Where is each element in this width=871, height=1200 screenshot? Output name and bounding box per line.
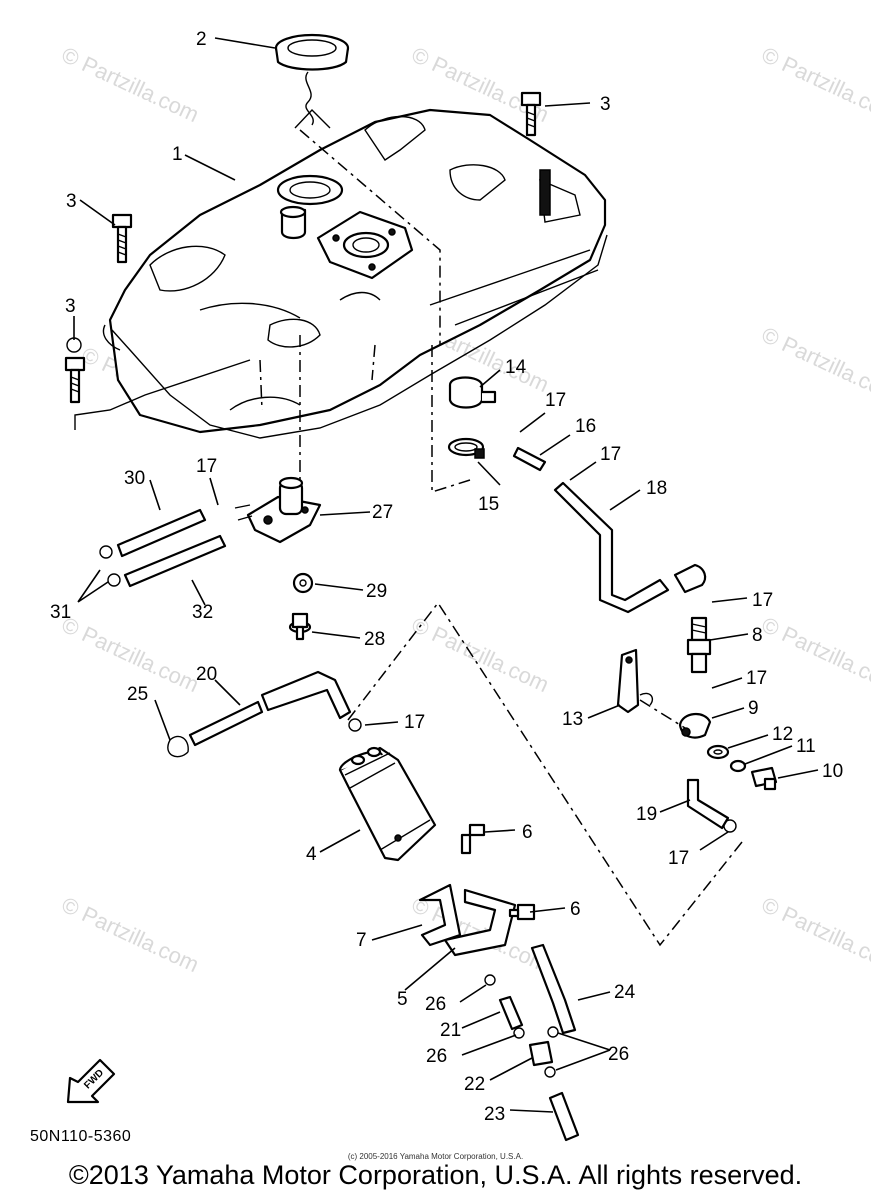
part-label: 3 [66,191,77,212]
bolt [111,213,133,264]
watermark: © Partzilla.com [58,42,203,127]
fuel-hose [116,508,227,588]
part-label: 17 [545,390,566,411]
hose-24 [530,943,577,1035]
part-label: 30 [124,468,145,489]
hose-20 [188,670,352,747]
bracket-7 [418,883,462,947]
bolt-6 [460,823,486,855]
canister [338,746,437,862]
part-label: 6 [522,822,533,843]
watermark: © Partzilla.com [408,612,553,697]
small-copyright: (c) 2005-2016 Yamaha Motor Corporation, … [347,1152,524,1161]
clip [99,545,121,587]
part-label: 6 [570,899,581,920]
fwd-arrow: FWD [66,1058,116,1104]
main-copyright: ©2013 Yamaha Motor Corporation, U.S.A. A… [68,1160,803,1190]
part-label: 1 [172,144,183,165]
hose-21 [498,995,524,1031]
leader-lines [73,37,819,1113]
part-label: 28 [364,629,385,650]
part-label: 26 [426,1046,447,1067]
breather-hose [553,481,707,614]
fuel-cock [234,476,322,544]
part-label: 26 [608,1044,629,1065]
washer-12 [706,744,730,760]
washer [292,572,314,594]
clip-17 [348,718,362,732]
part-label: 7 [356,930,367,951]
hose-23 [548,1091,580,1142]
part-label: 24 [614,982,636,1003]
part-label: 13 [562,709,583,730]
watermark: © Partzilla.com [58,892,203,977]
joint-22 [528,1040,554,1067]
diagram-code: 50N110-5360 [30,1128,132,1145]
part-label: 9 [748,698,759,719]
part-label: 17 [404,712,425,733]
hose-19 [686,778,737,833]
part-label: 21 [440,1020,461,1041]
joint-16 [512,446,547,472]
bolt-6b [508,903,536,921]
part-label: 19 [636,804,657,825]
part-label: 2 [196,29,207,50]
part-label: 17 [746,668,767,689]
clip-25 [167,735,189,758]
part-label: 11 [796,736,816,757]
part-label: 17 [752,590,773,611]
part-label: 3 [600,94,611,115]
part-label: 26 [425,994,446,1015]
bolt [520,91,542,137]
part-label: 18 [646,478,667,499]
bracket-13 [616,648,654,714]
bolt-10 [750,766,778,791]
part-label: 23 [484,1104,505,1125]
watermark: © Partzilla.com [758,612,871,697]
part-label: 14 [505,357,527,378]
cap-14 [448,376,497,409]
part-label: 17 [196,456,217,477]
fuel-cap [274,33,350,129]
reference-lines [74,129,743,947]
part-label: 12 [772,724,793,745]
part-label: 3 [65,296,76,317]
part-label: 32 [192,602,213,623]
part-label: 27 [372,502,393,523]
screw [288,612,312,641]
part-label: 31 [50,602,71,623]
part-label: 29 [366,581,387,602]
watermark: © Partzilla.com [758,322,871,407]
part-label: 5 [397,989,408,1010]
part-label: 8 [752,625,763,646]
bolt [64,337,86,404]
part-label: 20 [196,664,217,685]
part-label: 17 [668,848,689,869]
clamp-15 [447,437,485,459]
part-label: 17 [600,444,621,465]
part-label: 10 [822,761,843,782]
sensor-8 [686,616,712,674]
clips-26 [484,974,559,1078]
part-label: 25 [127,684,148,705]
washer-11 [729,759,747,773]
part-label: 15 [478,494,499,515]
part-label: 4 [306,844,317,865]
part-label: 22 [464,1074,485,1095]
part-label: 16 [575,416,596,437]
fuel-tank [102,108,608,439]
watermark: © Partzilla.com [758,42,871,127]
valve-9 [678,713,712,739]
part-labels: 2 1 3 3 3 14 17 16 17 18 15 30 17 27 29 … [50,29,843,1125]
watermark: © Partzilla.com [758,892,871,977]
